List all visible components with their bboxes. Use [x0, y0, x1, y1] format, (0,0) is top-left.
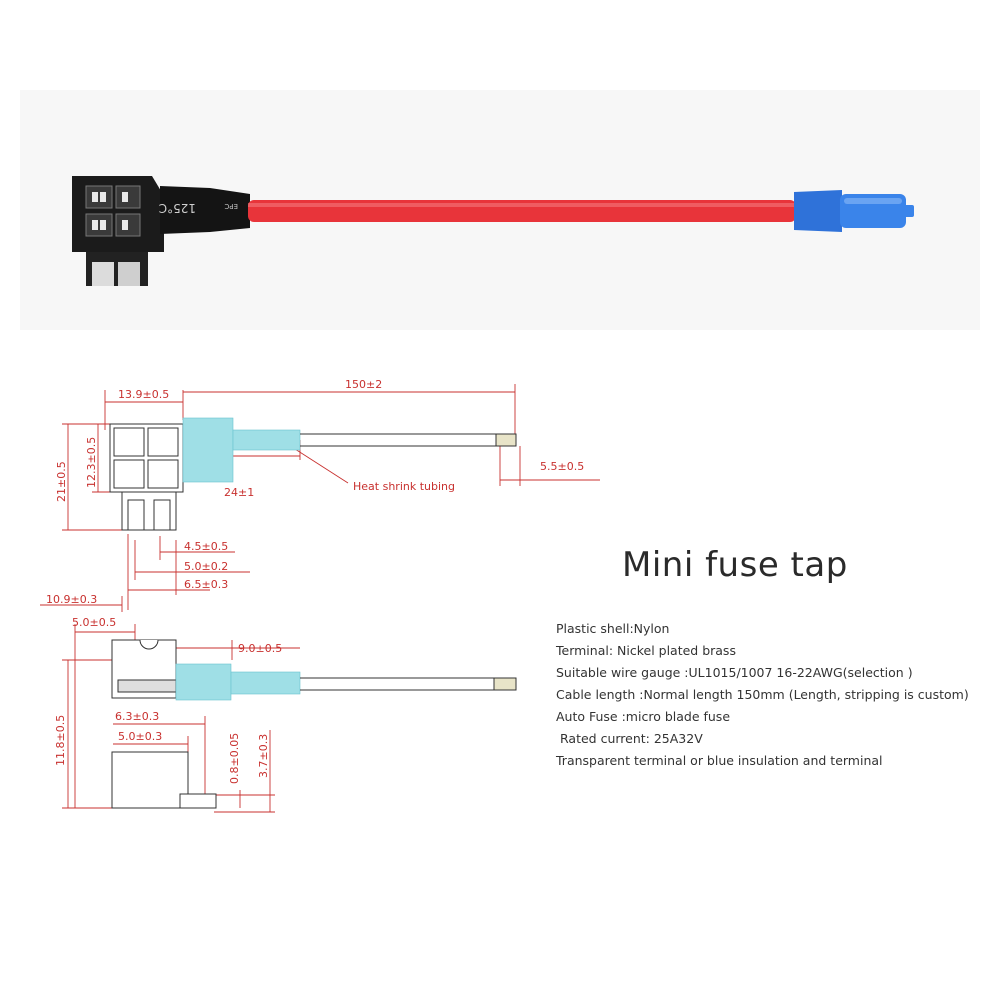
dim-body-offset: 10.9±0.3 [46, 593, 97, 606]
spec-item: Cable length :Normal length 150mm (Lengt… [556, 687, 969, 702]
dim-side-b: 5.0±0.3 [118, 730, 162, 743]
housing-print: 125°C [159, 201, 196, 215]
dim-blade-a: 4.5±0.5 [184, 540, 228, 553]
dim-blade-thickness: 0.8±0.05 [228, 733, 241, 784]
tubing-top [182, 417, 234, 483]
blue-terminal [794, 190, 914, 232]
spec-item: Plastic shell:Nylon [556, 621, 670, 636]
dim-top-width: 5.0±0.5 [72, 616, 116, 629]
dim-blade-c: 6.5±0.3 [184, 578, 228, 591]
fuse-tap-housing [72, 176, 164, 286]
dim-blade-b: 5.0±0.2 [184, 560, 228, 573]
dim-blade-height: 3.7±0.3 [257, 734, 270, 778]
tubing-side [175, 663, 232, 701]
product-photo: 125°C ЕРС [20, 90, 980, 330]
dim-tubing-width: 9.0±0.5 [238, 642, 282, 655]
tubing-top-narrow [232, 429, 301, 451]
spec-item: Transparent terminal or blue insulation … [556, 753, 883, 768]
dim-inner-height: 12.3±0.5 [85, 437, 98, 488]
dim-overall-height: 21±0.5 [55, 461, 68, 502]
spec-item: Terminal: Nickel plated brass [556, 643, 736, 658]
tubing-side-narrow [230, 671, 301, 695]
dim-tubing-length: 24±1 [224, 486, 254, 499]
dim-side-a: 6.3±0.3 [115, 710, 159, 723]
spec-item: Auto Fuse :micro blade fuse [556, 709, 731, 724]
dim-shell-width: 13.9±0.5 [118, 388, 169, 401]
sleeve-print: ЕРС [224, 202, 238, 210]
dim-strip-length: 5.5±0.5 [540, 460, 584, 473]
heat-shrink-sleeve: 125°C ЕРС [159, 186, 250, 234]
callout-heat-shrink: Heat shrink tubing [353, 480, 455, 493]
spec-item: Suitable wire gauge :UL1015/1007 16-22AW… [556, 665, 913, 680]
top-view [109, 423, 184, 531]
wire-highlight [248, 203, 796, 207]
spec-list: Plastic shell:Nylon Terminal: Nickel pla… [556, 618, 969, 772]
product-title: Mini fuse tap [622, 545, 848, 585]
top-wire [300, 433, 517, 447]
dim-cable-length: 150±2 [345, 378, 382, 391]
callout-leader [294, 448, 349, 484]
dim-side-height: 11.8±0.5 [54, 715, 67, 766]
side-wire [300, 677, 517, 691]
technical-drawing: 13.9±0.5 150±2 12.3±0.5 21±0.5 24±1 Heat… [40, 378, 600, 813]
spec-item: Rated current: 25A32V [560, 731, 703, 746]
dimension-lines [40, 384, 600, 813]
